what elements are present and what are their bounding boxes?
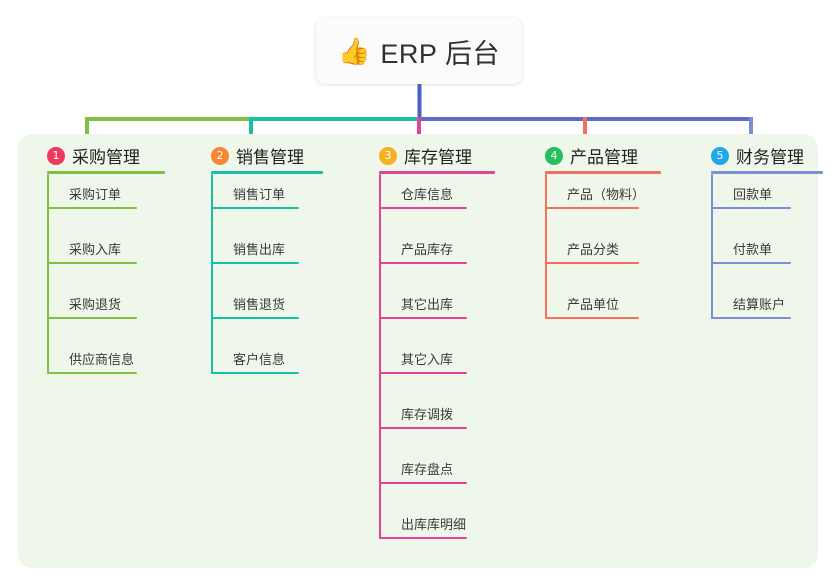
leaf-item-rule: [379, 372, 467, 374]
column-title-2: 销售管理: [236, 148, 304, 167]
column-spine-2: [211, 174, 213, 374]
leaf-item-label: 回款单: [733, 187, 773, 202]
leaf-item-rule: [47, 317, 137, 319]
leaf-item-rule: [545, 207, 639, 209]
thumbs-up-icon: 👍: [338, 36, 371, 66]
column-header-2[interactable]: 2 销售管理: [211, 143, 304, 168]
leaf-item-rule: [545, 262, 639, 264]
column-spine-1: [47, 174, 49, 374]
leaf-item-label: 采购入库: [69, 242, 122, 257]
leaf-item-label: 其它出库: [401, 297, 454, 312]
column-badge-3: 3: [379, 146, 397, 165]
leaf-item-rule: [379, 482, 467, 484]
column-badge-1: 1: [47, 146, 65, 165]
leaf-item-label: 仓库信息: [401, 187, 454, 202]
root-node-title: ERP 后台: [380, 38, 500, 69]
column-header-rule-3: [379, 171, 495, 174]
column-spine-4: [545, 174, 547, 319]
leaf-item-label: 供应商信息: [69, 352, 135, 367]
column-title-3: 库存管理: [404, 148, 472, 167]
column-spine-3: [379, 174, 381, 539]
leaf-item-label: 销售退货: [233, 297, 286, 312]
leaf-item-rule: [711, 262, 791, 264]
column-header-3[interactable]: 3 库存管理: [379, 143, 472, 168]
leaf-item-rule: [211, 262, 299, 264]
column-header-rule-1: [47, 171, 165, 174]
column-badge-5: 5: [711, 146, 729, 165]
leaf-item-label: 库存盘点: [401, 462, 454, 477]
column-header-4[interactable]: 4 产品管理: [545, 143, 638, 168]
leaf-item-label: 产品分类: [567, 242, 620, 257]
leaf-item-rule: [47, 262, 137, 264]
leaf-item-rule: [711, 207, 791, 209]
leaf-item-rule: [379, 427, 467, 429]
column-header-5[interactable]: 5 财务管理: [711, 143, 804, 168]
leaf-item-rule: [711, 317, 791, 319]
diagram-panel: 1 采购管理采购订单采购入库采购退货供应商信息 2 销售管理销售订单销售出库销售退货客…: [18, 134, 823, 568]
root-node-card[interactable]: 👍 ERP 后台: [316, 18, 522, 84]
column-header-rule-4: [545, 171, 661, 174]
leaf-item-rule: [211, 207, 299, 209]
leaf-item-rule: [379, 317, 467, 319]
leaf-item-rule: [47, 207, 137, 209]
leaf-item-label: 销售订单: [233, 187, 286, 202]
leaf-item-rule: [211, 372, 299, 374]
leaf-item-rule: [545, 317, 639, 319]
leaf-item-rule: [379, 207, 467, 209]
column-badge-2: 2: [211, 146, 229, 165]
leaf-item-rule: [211, 317, 299, 319]
column-badge-4: 4: [545, 146, 563, 165]
leaf-item-label: 销售出库: [233, 242, 286, 257]
column-header-1[interactable]: 1 采购管理: [47, 143, 140, 168]
column-title-5: 财务管理: [736, 148, 804, 167]
leaf-item-label: 产品库存: [401, 242, 454, 257]
leaf-item-label: 产品（物料）: [567, 187, 646, 202]
leaf-item-label: 客户信息: [233, 352, 286, 367]
column-title-4: 产品管理: [570, 148, 638, 167]
column-spine-5: [711, 174, 713, 319]
leaf-item-rule: [379, 537, 467, 539]
leaf-item-label: 付款单: [733, 242, 773, 257]
column-header-rule-5: [711, 171, 823, 174]
column-header-rule-2: [211, 171, 323, 174]
leaf-item-label: 采购退货: [69, 297, 122, 312]
leaf-item-label: 其它入库: [401, 352, 454, 367]
leaf-item-label: 结算账户: [733, 297, 786, 312]
leaf-item-label: 出库库明细: [401, 517, 467, 532]
leaf-item-rule: [379, 262, 467, 264]
leaf-item-label: 产品单位: [567, 297, 620, 312]
leaf-item-label: 采购订单: [69, 187, 122, 202]
leaf-item-rule: [47, 372, 137, 374]
column-title-1: 采购管理: [72, 148, 140, 167]
leaf-item-label: 库存调拨: [401, 407, 454, 422]
